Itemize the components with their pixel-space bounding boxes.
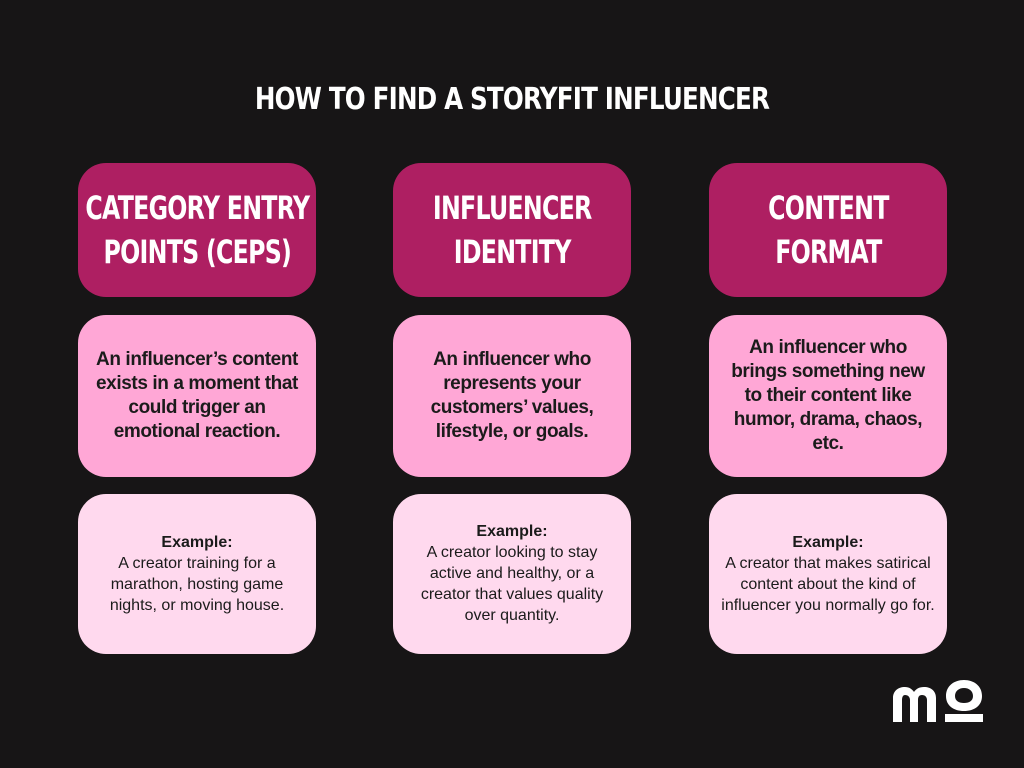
example-label: Example: (476, 523, 548, 540)
heading-line: IDENTITY (453, 233, 572, 271)
example-card-ceps: Example: A creator training for a marath… (78, 494, 316, 654)
description-card-identity: An influencer who represents your custom… (393, 315, 631, 477)
example-label: Example: (792, 533, 864, 551)
mo-logo-icon (893, 680, 983, 722)
heading-line: FORMAT (774, 233, 882, 271)
example-text: A creator that makes satirical content a… (721, 554, 935, 614)
heading-line: POINTS (CEPS) (103, 233, 291, 271)
description-text: An influencer who brings something new t… (731, 337, 925, 454)
example-card-format: Example: A creator that makes satirical … (709, 494, 947, 654)
heading-card-identity: INFLUENCER IDENTITY (393, 163, 631, 297)
heading-line: CONTENT (767, 189, 889, 227)
example-text: A creator training for a marathon, hosti… (109, 554, 285, 614)
heading-line: CATEGORY ENTRY (85, 189, 310, 227)
description-card-ceps: An influencer’s content exists in a mome… (78, 315, 316, 477)
example-text: A creator looking to stay active and hea… (420, 544, 604, 624)
heading-card-format: CONTENT FORMAT (709, 163, 947, 297)
description-text: An influencer’s content exists in a mome… (96, 349, 298, 442)
heading-line: INFLUENCER (432, 189, 592, 227)
example-label: Example: (161, 533, 233, 551)
page-title: HOW TO FIND A STORYFIT INFLUENCER (254, 82, 770, 117)
description-card-format: An influencer who brings something new t… (709, 315, 947, 477)
description-text: An influencer who represents your custom… (430, 349, 594, 442)
example-card-identity: Example: A creator looking to stay activ… (393, 494, 631, 654)
heading-card-ceps: CATEGORY ENTRY POINTS (CEPS) (78, 163, 316, 297)
